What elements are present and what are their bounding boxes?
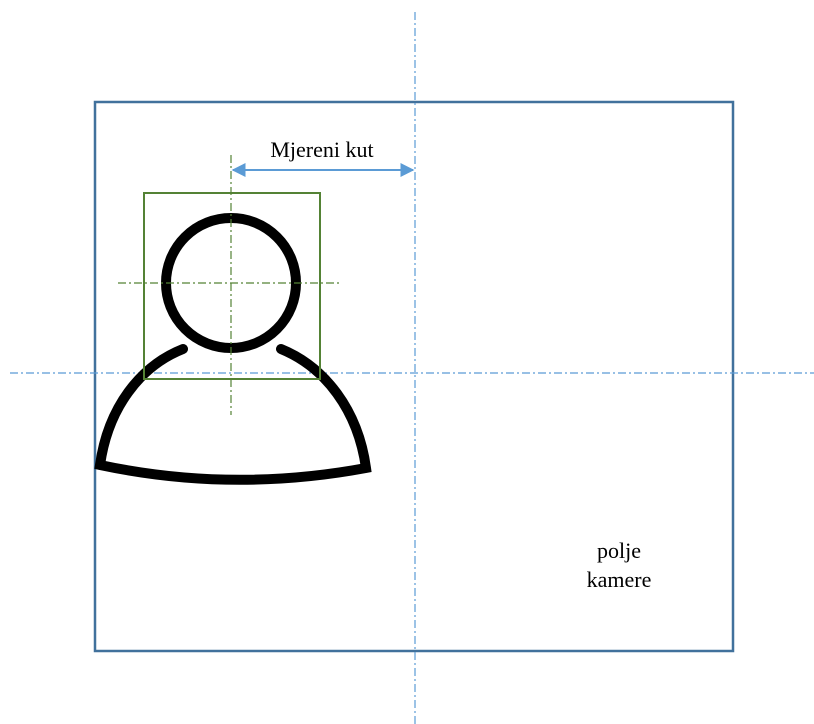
measured-angle-label: Mjereni kut (270, 137, 373, 162)
person-body-icon (94, 344, 372, 485)
camera-field-label-line1: polje (597, 538, 641, 563)
person-icon (94, 213, 372, 485)
camera-field-label-line2: kamere (587, 567, 652, 592)
camera-field-frame (93, 100, 735, 653)
face-detection-box (143, 192, 321, 380)
